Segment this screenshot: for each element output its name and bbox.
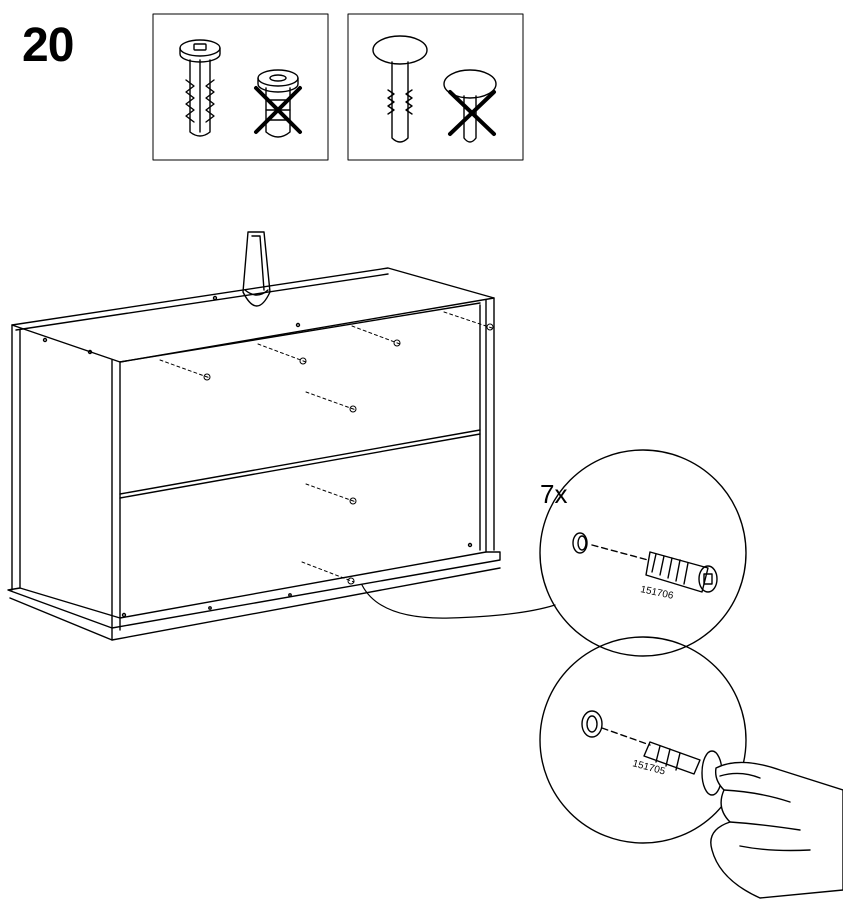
detail-circle-dowel: 151706 xyxy=(540,450,746,656)
plug-pin-icon xyxy=(373,36,427,142)
dowel-markers xyxy=(160,312,493,584)
hint-panel-dowels xyxy=(153,14,328,160)
hint-panel-pins xyxy=(348,14,523,160)
hand-icon xyxy=(711,762,843,898)
expanding-dowel-icon xyxy=(180,40,220,136)
part-code-bottom: 151705 xyxy=(631,758,667,777)
crossed-out-mushroom-pin-icon xyxy=(444,70,496,142)
part-code-top: 151706 xyxy=(639,584,674,602)
crossed-out-cam-bolt-icon xyxy=(256,70,300,137)
detail-circle-hammer-in: 151705 xyxy=(540,637,746,843)
cabinet xyxy=(8,268,500,640)
quantity-label: 7x xyxy=(540,479,567,509)
